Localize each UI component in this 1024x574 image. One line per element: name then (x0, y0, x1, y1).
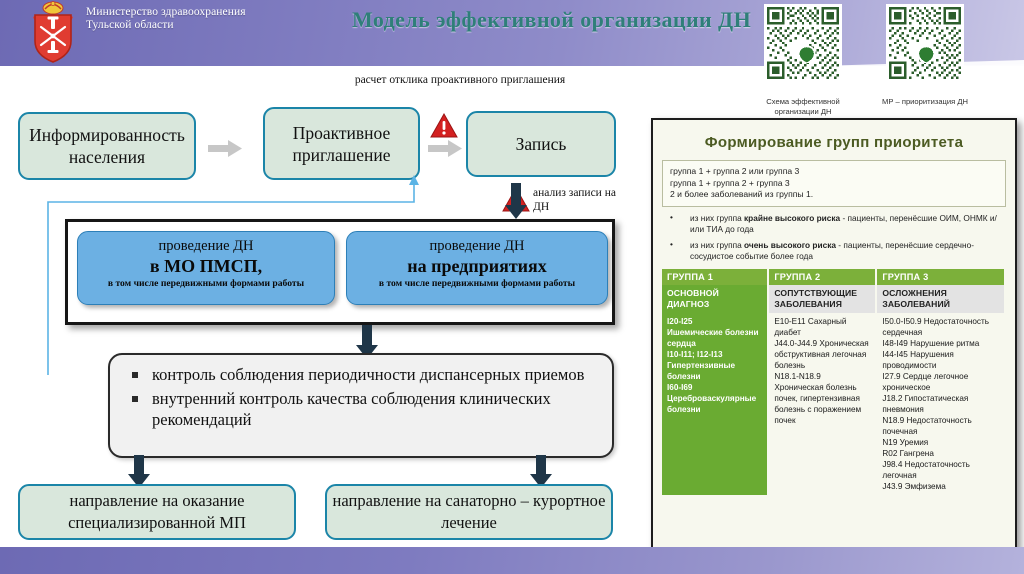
combination-item: группа 1 + группа 2 + группа 3 (670, 177, 790, 188)
qr-code-scheme[interactable] (764, 4, 842, 82)
box-control-measures[interactable]: контроль соблюдения периодичности диспан… (108, 353, 614, 458)
table-header-row: ГРУППА 1 ГРУППА 2 ГРУППА 3 (662, 269, 1006, 286)
arrow-controls-to-specialized (128, 455, 150, 488)
column-header-group2: ГРУППА 2 (768, 269, 878, 286)
ministry-name-line2: Тульской области (86, 19, 174, 31)
dn-mo-line1: проведение ДН (158, 238, 254, 254)
subheader-main-diagnosis: ОСНОВНОЙ ДИАГНОЗ (662, 285, 770, 314)
cell-group2-codes: E10-E11 Сахарный диабет J44.0-J44.9 Хрон… (768, 313, 878, 496)
risk-note-veryhigh: из них группа очень высокого риска - пац… (664, 239, 1006, 263)
dn-ent-line3: в том числе передвижными формами работы (378, 278, 576, 289)
qr-code-prioritization[interactable] (886, 4, 964, 82)
tula-coat-of-arms-icon (25, 1, 81, 63)
qr-caption-prioritization: МР – приоритизация ДН (882, 97, 968, 106)
label-response-calculation: расчет отклика проактивного приглашения (354, 74, 566, 86)
dn-ent-line2: на предприятиях (407, 256, 547, 276)
arrow-controls-to-sanatorium (530, 455, 552, 488)
label-record-analysis: анализ записи на ДН (533, 187, 616, 213)
control-measures-list: контроль соблюдения периодичности диспан… (126, 364, 596, 431)
box-referral-sanatorium-care[interactable]: направление на санаторно – курортное леч… (325, 484, 613, 540)
ministry-name: Министерство здравоохранения Тульской об… (86, 6, 246, 32)
subheader-complications: ОСЛОЖНЕНИЯ ЗАБОЛЕВАНИЙ (876, 285, 1006, 314)
combination-item: 2 и более заболеваний из группы 1. (670, 189, 814, 200)
cell-group3-codes: I50.0-I50.9 Недостаточность сердечная I4… (876, 313, 1006, 496)
card-title: Формирование групп приоритета (704, 134, 964, 151)
page-title: Модель эффективной организации ДН (352, 7, 752, 32)
combination-item: группа 1 + группа 2 или группа 3 (670, 166, 800, 176)
subheader-comorbid: СОПУТСТВУЮЩИЕ ЗАБОЛЕВАНИЯ (768, 285, 878, 314)
box-population-awareness[interactable]: Информированность населения (18, 112, 196, 180)
slide-footer-bar (0, 547, 1024, 574)
box-referral-specialized-care[interactable]: направление на оказание специализированн… (18, 484, 296, 540)
box-dn-in-mo-pmsp[interactable]: проведение ДН в МО ПМСП, в том числе пер… (77, 231, 335, 305)
qr-caption-scheme: Схема эффективной организации ДН (766, 97, 840, 116)
dn-mo-line2: в МО ПМСП, (149, 256, 263, 276)
dn-mo-line3: в том числе передвижными формами работы (107, 278, 305, 289)
arrow-invitation-to-record (428, 140, 462, 157)
table-body-row: I20-I25 Ишемические болезни сердца I10-I… (662, 313, 1006, 496)
column-header-group3: ГРУППА 3 (876, 269, 1006, 286)
list-item: внутренний контроль качества соблюдения … (126, 388, 596, 431)
list-item: контроль соблюдения периодичности диспан… (126, 364, 596, 386)
column-header-group1: ГРУППА 1 (662, 269, 770, 286)
cell-group1-codes: I20-I25 Ишемические болезни сердца I10-I… (662, 313, 770, 496)
slide-header (0, 0, 1024, 66)
box-appointment-record[interactable]: Запись (466, 111, 616, 177)
arrow-record-down (505, 183, 527, 219)
dn-execution-frame: проведение ДН в МО ПМСП, в том числе пер… (65, 219, 615, 325)
box-proactive-invitation[interactable]: Проактивное приглашение (263, 107, 420, 180)
warning-triangle-response-icon (430, 112, 458, 138)
risk-notes: из них группа крайне высокого риска - па… (664, 212, 1006, 263)
arrow-awareness-to-invitation (208, 140, 242, 157)
risk-note-extreme: из них группа крайне высокого риска - па… (664, 212, 1006, 236)
table-subheader-row: ОСНОВНОЙ ДИАГНОЗ СОПУТСТВУЮЩИЕ ЗАБОЛЕВАН… (662, 285, 1006, 314)
ministry-name-line1: Министерство здравоохранения (86, 6, 246, 18)
priority-combinations-box: группа 1 + группа 2 или группа 3 группа … (662, 160, 1006, 207)
dn-ent-line1: проведение ДН (429, 238, 525, 254)
priority-groups-card: Формирование групп приоритета группа 1 +… (651, 118, 1017, 550)
priority-groups-table: ГРУППА 1 ГРУППА 2 ГРУППА 3 ОСНОВНОЙ ДИАГ… (662, 269, 1006, 496)
box-dn-at-enterprises[interactable]: проведение ДН на предприятиях в том числ… (346, 231, 608, 305)
